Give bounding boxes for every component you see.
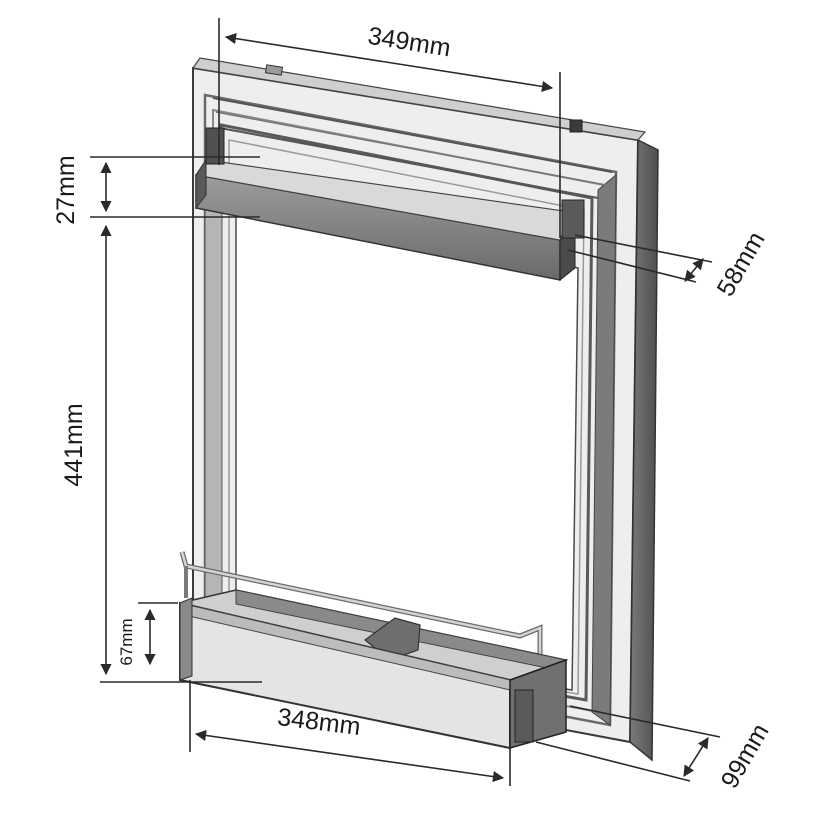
label-top-width: 349mm: [366, 22, 453, 63]
top-shelf: [195, 127, 585, 282]
label-bin-depth: 99mm: [716, 719, 775, 793]
label-shelf-height: 27mm: [52, 155, 80, 224]
dimension-bin-height: 67mm: [117, 602, 178, 666]
dimension-shelf-height: 27mm: [52, 155, 260, 225]
label-shelf-depth: 58mm: [712, 227, 771, 301]
label-frame-height: 441mm: [60, 403, 88, 486]
dimension-frame-height: 441mm: [60, 224, 262, 683]
bottom-bin: [179, 551, 569, 750]
label-bin-height: 67mm: [117, 618, 136, 665]
